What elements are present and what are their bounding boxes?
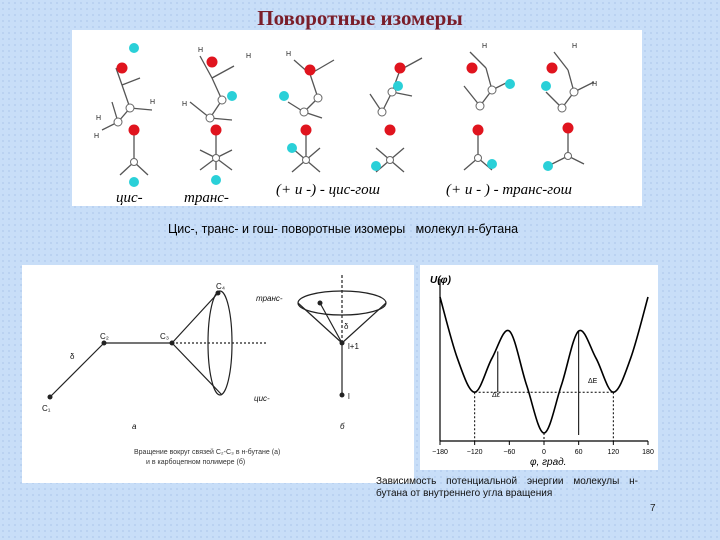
delta-label: δ (344, 322, 349, 331)
h-label: H (592, 81, 597, 88)
x-tick-label: 180 (642, 449, 654, 456)
x-tick-label: −120 (467, 449, 483, 456)
isomer-figure-panel: H H H H H H H H H H цис- транс- (+ и -) … (72, 30, 642, 206)
atom-c3: C₃ (160, 332, 169, 341)
trans-label: транс- (184, 190, 229, 206)
cis-label: цис- (116, 190, 143, 206)
atom-c1: C₁ (42, 404, 51, 413)
isomer-caption: Цис-, транс- и гош- поворотные изомеры м… (168, 222, 519, 236)
h-label: H (150, 99, 155, 106)
label-l-plus-1: l+1 (348, 342, 359, 351)
x-tick-label: 60 (575, 449, 583, 456)
rotation-diagram: C₁ C₂ C₃ C₄ δ δ транс- цис- а б l+1 l (42, 275, 387, 431)
h-label: H (246, 53, 251, 60)
cyan-atoms (129, 43, 553, 187)
x-tick-label: 120 (607, 449, 619, 456)
label-b: б (340, 422, 345, 431)
y-axis-label: U(φ) (430, 275, 452, 286)
h-label: H (94, 133, 99, 140)
cis-gauche-label: (+ и -) - цис-гош (276, 182, 380, 198)
h-label: H (182, 101, 187, 108)
annotation-small-delta: Δε (492, 392, 500, 399)
x-tick-label: −60 (503, 449, 515, 456)
h-label: H (572, 43, 577, 50)
rotation-caption-line1: Вращение вокруг связей С₂-С₃ в н-бутане … (134, 449, 281, 456)
energy-curve (439, 296, 649, 434)
cis-label: цис- (254, 394, 270, 403)
h-label: H (286, 51, 291, 58)
label-l: l (348, 392, 350, 401)
rotation-figure-panel: C₁ C₂ C₃ C₄ δ δ транс- цис- а б l+1 l Вр… (22, 265, 414, 483)
x-tick-label: −180 (432, 449, 448, 456)
rotation-caption-line2: и в карбоцепном полимере (б) (146, 459, 246, 466)
x-tick-label: 0 (542, 449, 546, 456)
h-label: H (96, 115, 101, 122)
red-atoms (116, 56, 574, 136)
atom-c4: C₄ (216, 282, 225, 291)
trans-label: транс- (256, 294, 283, 303)
label-a: а (132, 422, 137, 431)
h-label: H (198, 47, 203, 54)
delta-label: δ (70, 352, 75, 361)
annotation-big-delta: ΔE (588, 378, 598, 385)
page-number: 7 (650, 503, 656, 514)
trans-gauche-label: (+ и - ) - транс-гош (446, 182, 572, 198)
slide-title: Поворотные изомеры (257, 6, 463, 30)
atom-c2: C₂ (100, 332, 109, 341)
x-axis-label: φ, град. (530, 457, 566, 468)
chart-caption: Зависимость потенциальной энергии молеку… (376, 476, 638, 499)
energy-chart-panel: U(φ) φ, град. Δε ΔE −180 −120 −60 0 60 120 180 (420, 265, 658, 470)
isomer-molecules: H H H H H H H H H H (94, 43, 597, 187)
h-label: H (482, 43, 487, 50)
energy-chart: U(φ) φ, град. Δε ΔE −180 −120 −60 0 60 120 180 (430, 275, 654, 468)
